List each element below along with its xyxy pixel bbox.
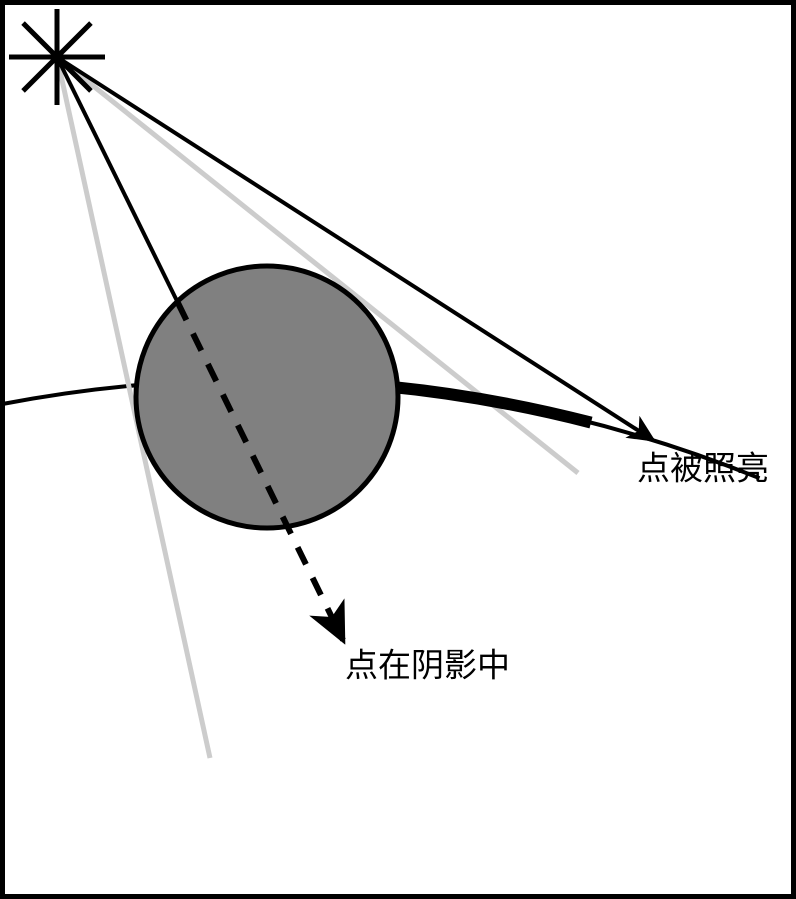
umbra-boundary-ray-left (54, 56, 213, 759)
light-source-star (9, 9, 105, 105)
occluding-sphere (133, 263, 401, 531)
light-ray-to-sphere (55, 56, 180, 304)
blocked-ray-dashed (175, 301, 346, 645)
label-point-illuminated: 点被照亮 (637, 449, 769, 488)
label-point-in-shadow: 点在阴影中 (345, 646, 510, 685)
star-ray (21, 21, 93, 93)
light-ray-to-illuminated-point (55, 55, 656, 442)
